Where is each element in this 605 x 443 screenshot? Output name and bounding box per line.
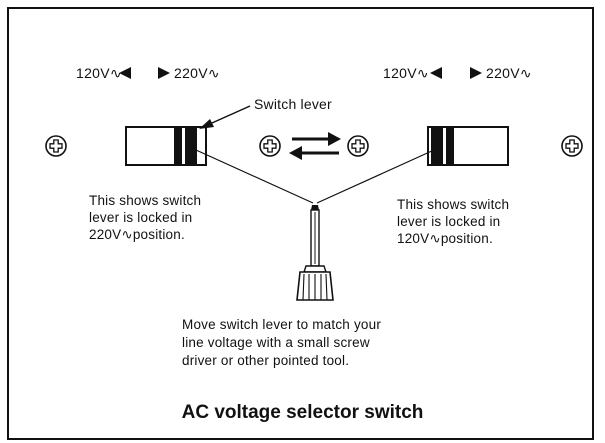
exchange-arrows-icon bbox=[289, 132, 341, 160]
switch-lever-pointer bbox=[199, 105, 251, 129]
instruction-line-1: Move switch lever to match your bbox=[182, 317, 382, 332]
left-voltage-220: 220V∿ bbox=[174, 65, 220, 81]
lever-line-right bbox=[316, 149, 435, 204]
right-caption-line-3: 120V∿position. bbox=[397, 231, 493, 246]
diagram-title: AC voltage selector switch bbox=[181, 402, 424, 423]
lever-line-left bbox=[195, 149, 314, 204]
left-caption-line-3: 220V∿position. bbox=[89, 227, 185, 242]
left-voltage-120: 120V∿ bbox=[76, 65, 122, 81]
right-arrow-icon bbox=[158, 67, 170, 79]
screw-head-icon bbox=[561, 135, 583, 157]
diagram-frame bbox=[7, 7, 594, 440]
right-voltage-120: 120V∿ bbox=[383, 65, 429, 81]
instruction-line-2: line voltage with a small screw bbox=[182, 335, 370, 350]
switch-lever-label: Switch lever bbox=[254, 96, 332, 112]
screw-head-icon bbox=[45, 135, 67, 157]
right-voltage-220: 220V∿ bbox=[486, 65, 532, 81]
left-caption-line-1: This shows switch bbox=[89, 193, 202, 208]
instruction-line-3: driver or other pointed tool. bbox=[182, 353, 350, 368]
screw-head-icon bbox=[259, 135, 281, 157]
right-caption-line-1: This shows switch bbox=[397, 197, 510, 212]
screw-head-icon bbox=[347, 135, 369, 157]
left-caption-line-2: lever is locked in bbox=[89, 210, 193, 225]
right-switch bbox=[427, 126, 509, 166]
left-switch bbox=[125, 126, 207, 166]
left-arrow-icon bbox=[119, 67, 131, 79]
screwdriver-icon bbox=[296, 205, 334, 301]
right-caption-line-2: lever is locked in bbox=[397, 214, 501, 229]
left-arrow-icon bbox=[430, 67, 442, 79]
right-arrow-icon bbox=[470, 67, 482, 79]
